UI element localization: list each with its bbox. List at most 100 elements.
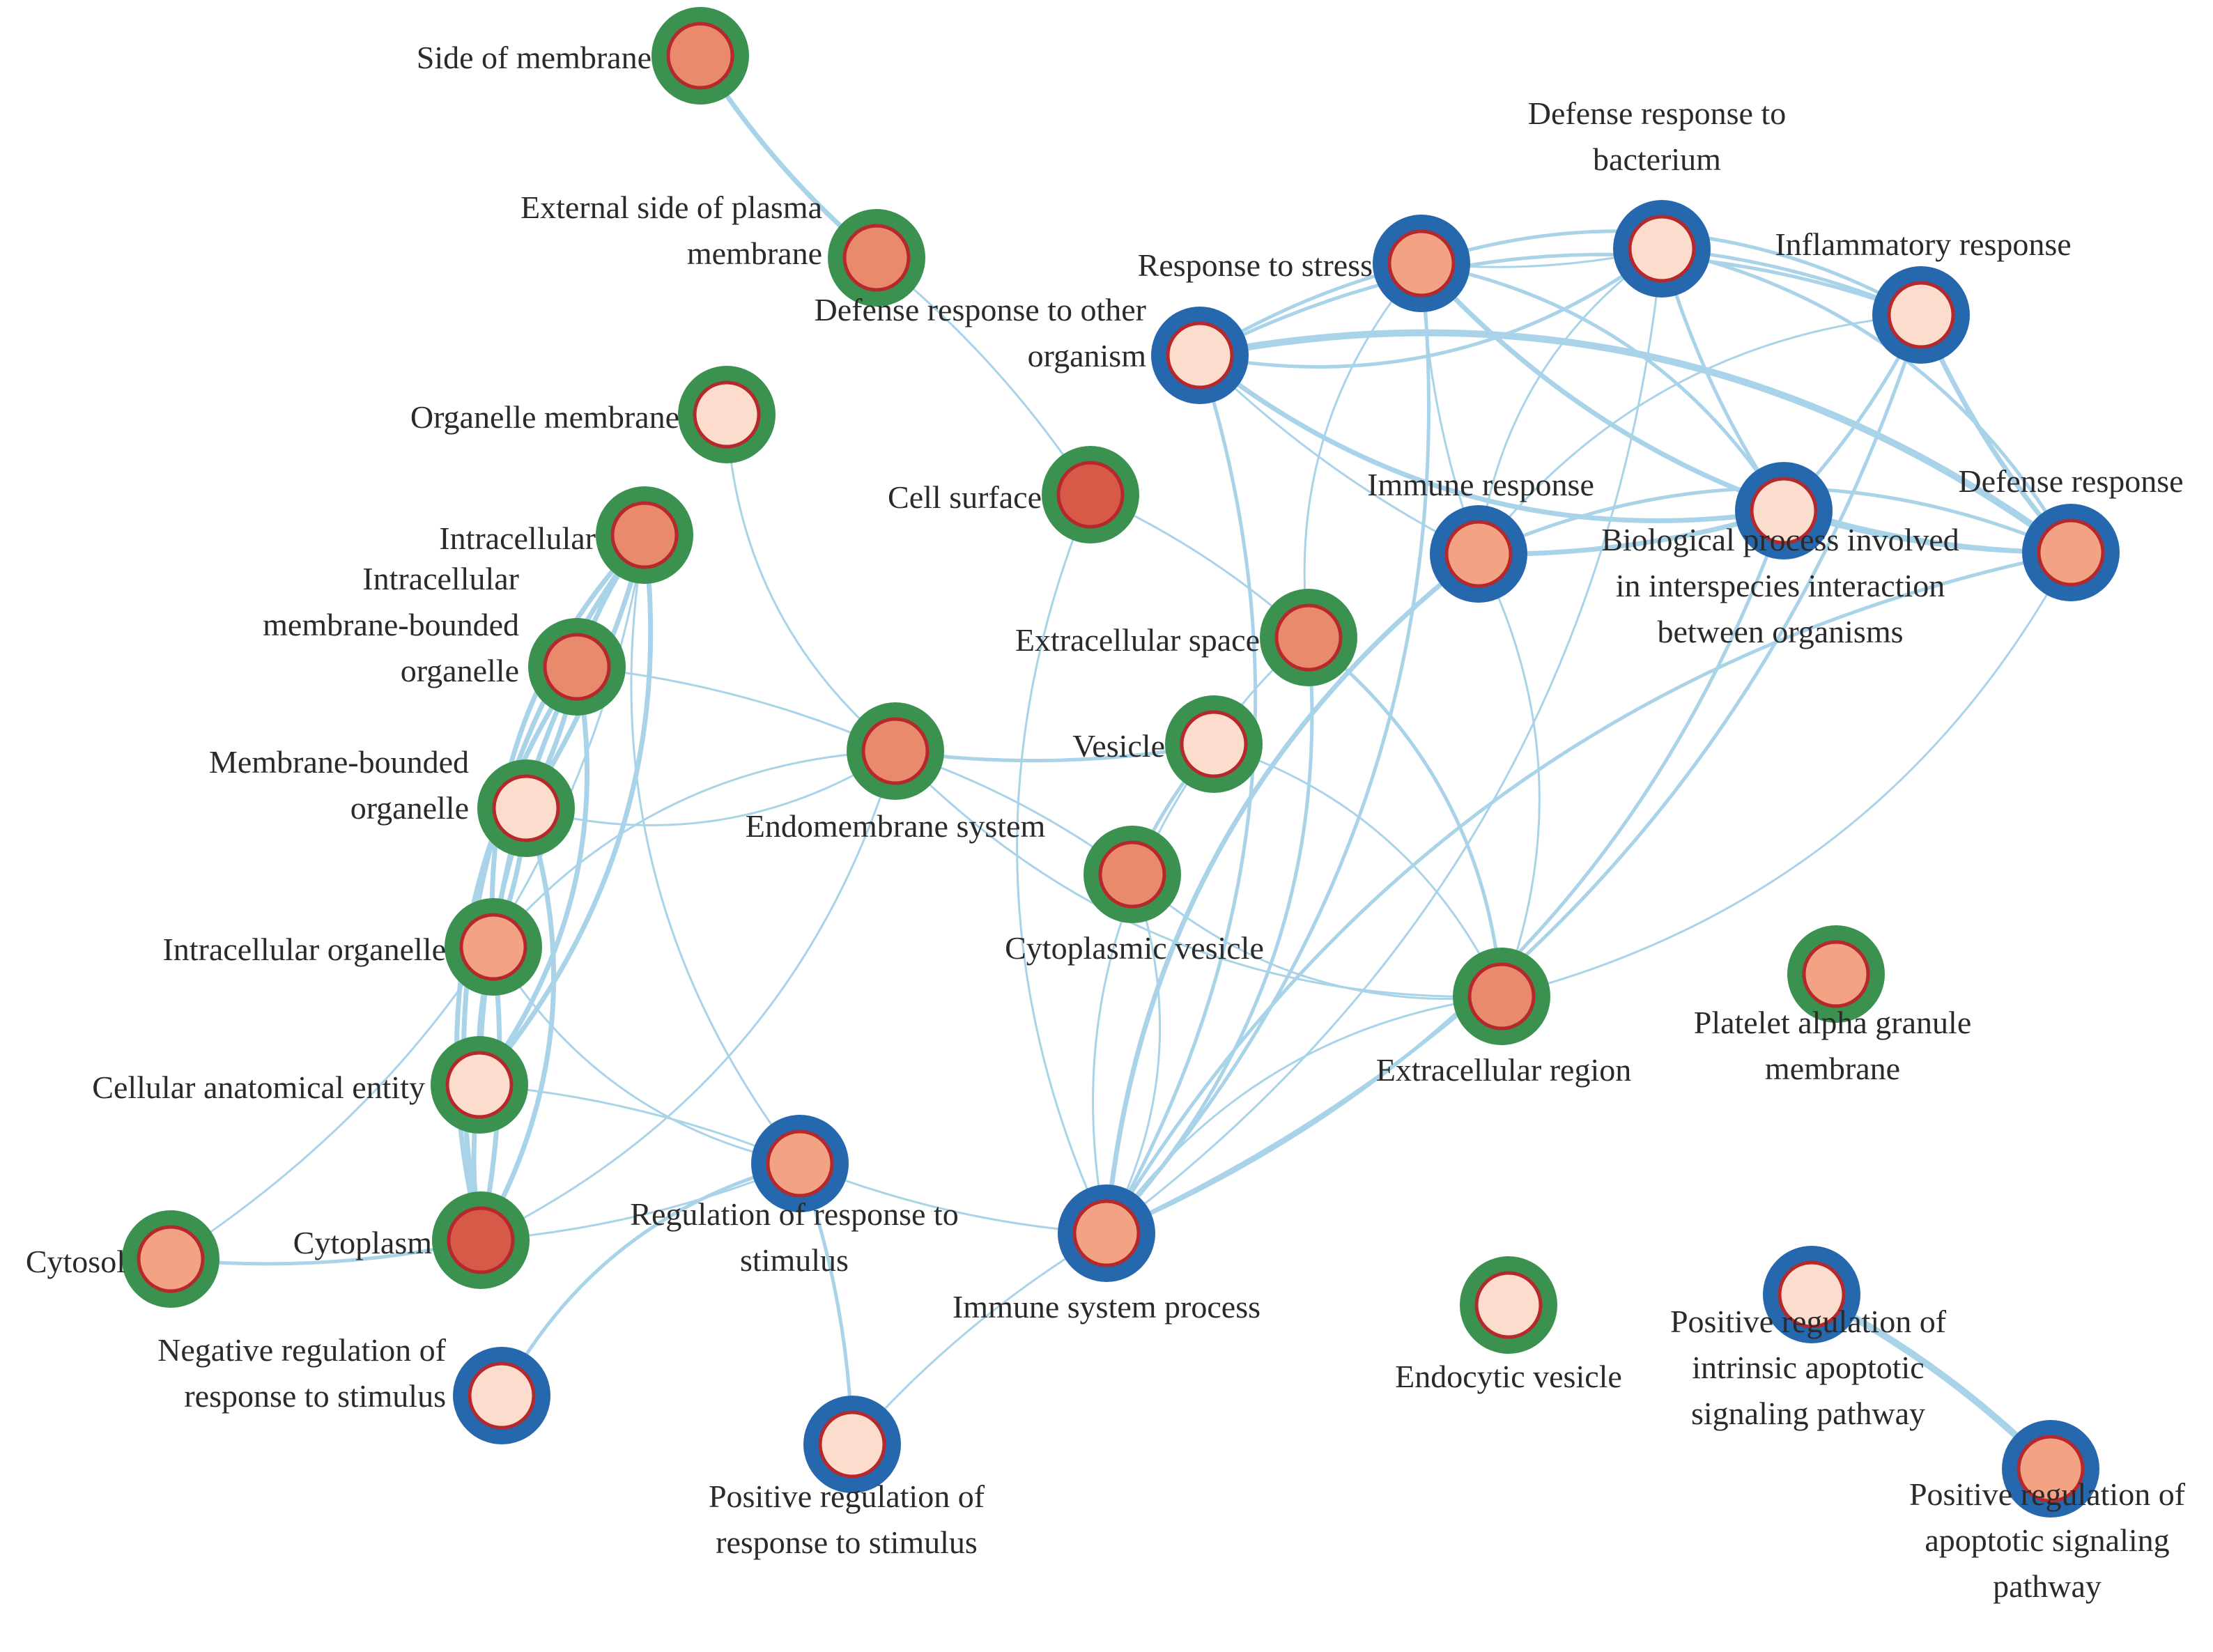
node-inflammatory[interactable]	[1872, 266, 1970, 364]
edge-extracellular_space-immune_sys	[1104, 635, 1314, 1235]
node-vesicle[interactable]	[1165, 695, 1263, 793]
edge-intracellular-cell_anat	[477, 532, 654, 1088]
node-label-line: Positive regulation of	[709, 1479, 985, 1514]
node-core-side_membrane	[666, 22, 734, 90]
node-intracellular[interactable]	[596, 486, 693, 584]
node-bio_interspecies[interactable]	[1735, 462, 1833, 559]
node-label-cytosol: Cytosol	[26, 1244, 125, 1279]
edge-bio_interspecies-immune_sys	[1104, 509, 1786, 1235]
node-label-cyto_vesicle: Cytoplasmic vesicle	[1005, 930, 1264, 966]
node-label-line: membrane	[1765, 1051, 1900, 1086]
node-immune_sys[interactable]	[1058, 1184, 1155, 1282]
node-side_membrane[interactable]	[651, 7, 749, 105]
edge-extracellular_region-immune_sys	[1105, 995, 1503, 1235]
node-label-line: External side of plasma	[521, 190, 822, 225]
node-endomembrane[interactable]	[847, 702, 944, 800]
node-label-cell_anat: Cellular anatomical entity	[92, 1070, 425, 1105]
nodes-layer	[122, 7, 2120, 1518]
edge-immune_resp-immune_sys	[1104, 551, 1481, 1236]
node-core-immune_sys	[1072, 1199, 1141, 1267]
node-ext_side_plasma[interactable]	[828, 209, 925, 307]
node-label-line: in interspecies interaction	[1616, 568, 1945, 603]
node-platelet[interactable]	[1787, 925, 1885, 1023]
node-label-line: bacterium	[1593, 141, 1721, 177]
node-label-line: Biological process involved	[1601, 522, 1959, 557]
node-def_other[interactable]	[1151, 307, 1249, 404]
edge-def_other-bio_interspecies	[1197, 353, 1787, 523]
node-label-line: Intracellular organelle	[162, 932, 446, 967]
node-intra_organelle[interactable]	[445, 898, 542, 996]
node-core-resp_stress	[1387, 229, 1456, 298]
node-cell_anat[interactable]	[431, 1036, 528, 1134]
edge-def_other-def_bacterium	[1198, 247, 1664, 369]
node-label-line: Extracellular space	[1015, 622, 1260, 658]
edge-organelle_membrane-endomembrane	[725, 413, 897, 752]
node-label-endocytic: Endocytic vesicle	[1395, 1359, 1622, 1394]
edge-vesicle-immune_sys	[1092, 743, 1215, 1235]
node-def_resp[interactable]	[2022, 504, 2120, 601]
node-pos_reg_apoptotic[interactable]	[2002, 1420, 2099, 1518]
node-extracellular_region[interactable]	[1453, 948, 1550, 1045]
edge-inflammatory-immune_resp	[1477, 314, 1922, 555]
node-label-line: response to stimulus	[184, 1378, 446, 1414]
node-core-bio_interspecies	[1750, 477, 1818, 545]
node-resp_stress[interactable]	[1373, 215, 1470, 312]
node-core-membrane_bounded	[492, 774, 560, 842]
node-label-side_membrane: Side of membrane	[417, 40, 651, 75]
node-core-cytoplasm	[447, 1206, 515, 1274]
node-label-line: Defense response to other	[815, 292, 1146, 327]
node-core-cyto_vesicle	[1098, 840, 1166, 909]
node-intra_mem_bound[interactable]	[528, 618, 626, 716]
node-core-reg_resp	[766, 1129, 834, 1198]
node-label-line: Defense response	[1958, 463, 2183, 499]
node-core-def_other	[1166, 321, 1234, 389]
node-def_bacterium[interactable]	[1613, 200, 1711, 298]
edge-inflammatory-immune_sys	[1104, 313, 1923, 1235]
node-label-def_resp: Defense response	[1958, 463, 2183, 499]
node-label-line: Positive regulation of	[1670, 1304, 1947, 1339]
node-extracellular_space[interactable]	[1260, 589, 1357, 686]
edge-cell_surface-immune_sys	[1016, 493, 1108, 1235]
edge-resp_stress-immune_sys	[1104, 261, 1431, 1235]
node-pos_reg_intrinsic[interactable]	[1763, 1246, 1860, 1343]
node-label-line: intrinsic apoptotic	[1692, 1350, 1924, 1385]
node-core-intracellular	[610, 501, 679, 569]
node-label-line: apoptotic signaling	[1925, 1522, 2169, 1558]
node-cytoplasm[interactable]	[432, 1191, 530, 1289]
node-cell_surface[interactable]	[1042, 446, 1139, 543]
node-label-line: Regulation of response to	[630, 1196, 958, 1232]
node-label-line: Vesicle	[1072, 728, 1165, 764]
node-label-line: Cellular anatomical entity	[92, 1070, 425, 1105]
edge-membrane_bounded-cytoplasm	[478, 805, 557, 1243]
node-label-intra_organelle: Intracellular organelle	[162, 932, 446, 967]
edge-endomembrane-intra_organelle	[492, 750, 897, 948]
node-core-def_resp	[2037, 518, 2105, 587]
node-cytosol[interactable]	[122, 1210, 219, 1308]
node-label-extracellular_space: Extracellular space	[1015, 622, 1260, 658]
node-immune_resp[interactable]	[1430, 505, 1527, 603]
node-core-organelle_membrane	[693, 380, 761, 449]
node-organelle_membrane[interactable]	[678, 366, 776, 463]
node-membrane_bounded[interactable]	[477, 759, 575, 857]
node-label-line: Response to stress	[1138, 247, 1373, 283]
node-neg_reg[interactable]	[453, 1347, 550, 1444]
edge-endomembrane-cytoplasm	[479, 750, 897, 1242]
node-pos_reg_resp[interactable]	[803, 1396, 901, 1493]
node-label-line: between organisms	[1657, 614, 1903, 649]
edge-intracellular-intra_organelle	[489, 532, 647, 950]
node-endocytic[interactable]	[1460, 1256, 1557, 1354]
edge-def_resp-immune_sys	[1104, 550, 2073, 1235]
node-label-line: Immune system process	[953, 1289, 1260, 1325]
edge-endomembrane-membrane_bounded	[525, 750, 897, 826]
node-label-cell_surface: Cell surface	[888, 479, 1042, 515]
node-reg_resp[interactable]	[751, 1115, 849, 1212]
node-label-line: Immune response	[1367, 467, 1594, 502]
edge-reg_resp-neg_reg	[500, 1161, 802, 1398]
node-label-line: Endomembrane system	[746, 808, 1046, 844]
node-label-line: Cytosol	[26, 1244, 125, 1279]
node-cyto_vesicle[interactable]	[1084, 826, 1181, 923]
